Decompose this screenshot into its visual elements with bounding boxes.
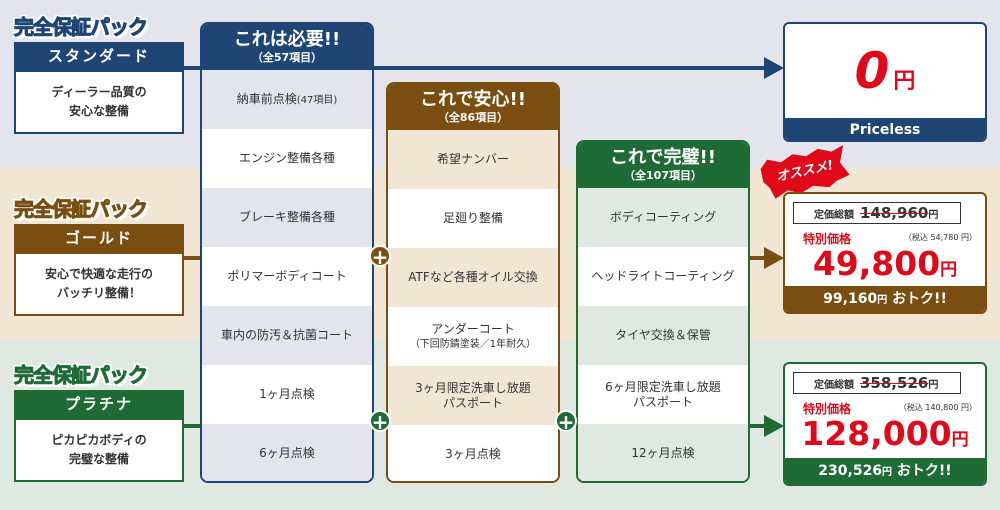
platinum-arrow-left xyxy=(184,424,200,428)
list-item: 3ヶ月点検 xyxy=(388,425,558,481)
priceless-label: Priceless xyxy=(785,118,985,140)
special-price: 49,800円 xyxy=(812,244,958,283)
list-item: 6ヶ月点検 xyxy=(202,424,372,481)
list-item: 3ヶ月限定洗車し放題パスポート xyxy=(388,366,558,425)
gold-arrow-line xyxy=(750,256,766,260)
plus-icon: + xyxy=(555,410,577,433)
special-price-label: 特別価格 xyxy=(803,402,852,416)
list-item: ATFなど各種オイル交換 xyxy=(388,248,558,307)
list-item: アンダーコート（下回防錆塗装／1年耐久） xyxy=(388,307,558,366)
gold-items-column: これで安心!! （全86項目） 希望ナンバー 足廻り整備 ATFなど各種オイル交… xyxy=(386,82,560,483)
tax-included-price: （税込 54,780 円） xyxy=(903,233,977,242)
special-price: 128,000円 xyxy=(801,414,969,453)
savings-bar: 230,526円 おトク!! xyxy=(785,458,985,484)
item-list: 希望ナンバー 足廻り整備 ATFなど各種オイル交換 アンダーコート（下回防錆塗装… xyxy=(388,130,558,481)
savings-bar: 99,160円 おトク!! xyxy=(785,286,985,312)
platinum-pack-title: 完全保証パック xyxy=(14,363,149,388)
platinum-pack-name: プラチナ xyxy=(14,390,184,418)
platinum-pack-desc: ピカピカボディの 完璧な整備 xyxy=(14,418,184,482)
platinum-arrow-head xyxy=(764,415,784,437)
standard-pack-label: 完全保証パック スタンダード ディーラー品質の 安心な整備 xyxy=(14,14,184,134)
standard-pack-name: スタンダード xyxy=(14,42,184,70)
item-list: ボディコーティング ヘッドライトコーティング タイヤ交換＆保管 6ヶ月限定洗車し… xyxy=(578,188,748,481)
platinum-arrow-line xyxy=(750,424,766,428)
platinum-items-column: これで完璧!! （全107項目） ボディコーティング ヘッドライトコーティング … xyxy=(576,140,750,483)
list-item: エンジン整備各種 xyxy=(202,129,372,188)
item-list: 納車前点検(47項目) エンジン整備各種 ブレーキ整備各種 ポリマーボディコート… xyxy=(202,70,372,481)
list-item: タイヤ交換＆保管 xyxy=(578,306,748,365)
gold-pack-label: 完全保証パック ゴールド 安心で快適な走行の バッチリ整備！ xyxy=(14,196,184,316)
gold-pack-desc: 安心で快適な走行の バッチリ整備！ xyxy=(14,252,184,316)
list-item: 6ヶ月限定洗車し放題パスポート xyxy=(578,365,748,424)
list-item: 足廻り整備 xyxy=(388,189,558,248)
list-item: ポリマーボディコート xyxy=(202,247,372,306)
list-item: 12ヶ月点検 xyxy=(578,424,748,481)
plus-icon: + xyxy=(369,410,391,433)
standard-arrow-head xyxy=(764,57,784,79)
list-item: 1ヶ月点検 xyxy=(202,365,372,424)
platinum-pack-label: 完全保証パック プラチナ ピカピカボディの 完璧な整備 xyxy=(14,362,184,482)
standard-pack-desc: ディーラー品質の 安心な整備 xyxy=(14,70,184,134)
column-header: これは必要!! （全57項目） xyxy=(202,24,372,70)
list-item: 車内の防汚＆抗菌コート xyxy=(202,306,372,365)
basic-items-column: これは必要!! （全57項目） 納車前点検(47項目) エンジン整備各種 ブレー… xyxy=(200,22,374,483)
column-header: これで安心!! （全86項目） xyxy=(388,84,558,130)
column-subtitle: （全57項目） xyxy=(251,51,323,64)
column-title: これで完璧!! xyxy=(610,147,716,168)
standard-pack-title: 完全保証パック xyxy=(14,15,149,40)
plus-icon: + xyxy=(369,245,391,268)
special-price-label: 特別価格 xyxy=(803,232,852,246)
column-subtitle: （全107項目） xyxy=(624,169,702,182)
gold-pack-name: ゴールド xyxy=(14,224,184,252)
column-title: これで安心!! xyxy=(420,89,526,110)
list-item: 希望ナンバー xyxy=(388,130,558,189)
tax-included-price: （税込 140,800 円） xyxy=(898,403,977,412)
list-item: ボディコーティング xyxy=(578,188,748,247)
list-item: ヘッドライトコーティング xyxy=(578,247,748,306)
column-subtitle: （全86項目） xyxy=(437,111,509,124)
gold-arrow-head xyxy=(764,247,784,269)
standard-arrow-line xyxy=(184,66,766,70)
gold-arrow-left xyxy=(184,256,200,260)
list-item: 納車前点検(47項目) xyxy=(202,70,372,129)
column-title: これは必要!! xyxy=(233,29,341,50)
list-item: ブレーキ整備各種 xyxy=(202,188,372,247)
column-header: これで完璧!! （全107項目） xyxy=(578,142,748,188)
gold-pack-title: 完全保証パック xyxy=(14,197,149,222)
